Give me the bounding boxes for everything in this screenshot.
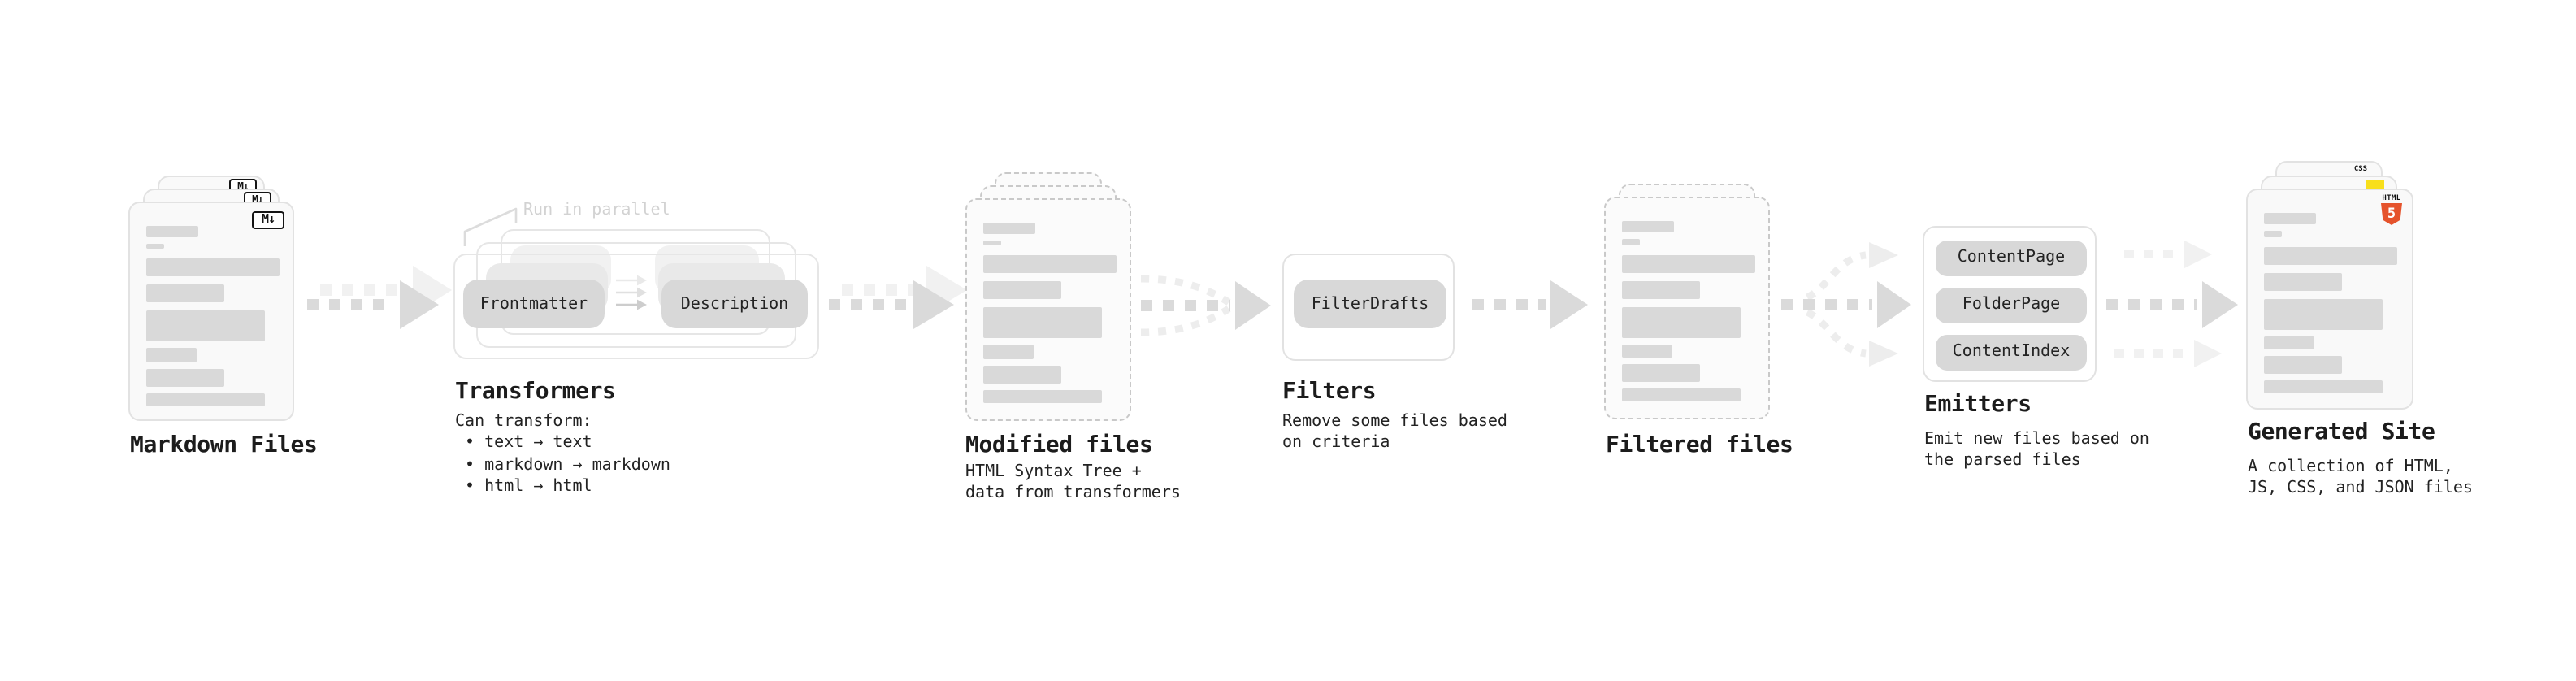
arrow-filtered-to-emitters: [1781, 281, 1911, 328]
doc-line: [2263, 272, 2341, 290]
transformer-pill-description: Description: [661, 280, 808, 328]
arrow-markdown-to-transformers-ghost: [320, 266, 452, 314]
doc-line: [982, 345, 1033, 358]
modified-file-card-front: [965, 197, 1131, 420]
run-in-parallel-note: Run in parallel: [523, 202, 670, 219]
arrow-emitters-to-generated-mid: [2106, 281, 2238, 328]
doc-content-lines: [145, 225, 279, 406]
doc-line: [1621, 364, 1699, 382]
doc-line: [1621, 239, 1639, 245]
emitter-pill-contentindex: ContentIndex: [1936, 334, 2087, 370]
generated-site-title: Generated Site: [2248, 419, 2435, 445]
doc-line: [2263, 213, 2315, 224]
emitter-pill-folderpage: FolderPage: [1936, 287, 2087, 323]
doc-line: [1621, 280, 1699, 298]
markdown-files-title: Markdown Files: [130, 432, 318, 458]
modified-files-title: Modified files: [965, 432, 1153, 458]
doc-line: [145, 348, 196, 362]
modified-files-description: HTML Syntax Tree + data from transformer…: [965, 462, 1181, 502]
doc-line: [982, 365, 1060, 383]
arrow-transformers-to-modified-ghost: [842, 266, 967, 314]
arrow-transformers-to-modified: [829, 280, 954, 329]
js-icon: [2366, 180, 2384, 190]
doc-line: [145, 243, 163, 249]
arrow-emitters-to-generated-bottom: [2114, 340, 2222, 367]
emitter-pill-contentpage: ContentPage: [1936, 240, 2087, 275]
filtered-files-title: Filtered files: [1606, 432, 1793, 458]
arrow-filtered-to-emitters-branch-bottom: [1805, 308, 1898, 367]
doc-line: [2263, 298, 2382, 329]
doc-line: [1621, 254, 1754, 272]
filters-description: Remove some files based on criteria: [1282, 412, 1507, 452]
doc-line: [1621, 221, 1673, 232]
arrow-filters-to-filtered: [1472, 280, 1588, 329]
transformer-layer-front: Frontmatter Description: [453, 254, 819, 359]
filtered-file-card-front: [1604, 197, 1770, 419]
doc-line: [982, 281, 1060, 299]
markdown-icon: M↓: [252, 210, 284, 228]
emitters-title: Emitters: [1924, 391, 2032, 417]
doc-line: [2263, 356, 2341, 374]
doc-line: [2263, 336, 2314, 349]
doc-content-lines: [982, 222, 1116, 402]
doc-line: [982, 240, 1000, 245]
doc-line: [2263, 246, 2396, 264]
doc-line: [145, 284, 223, 302]
transformers-description: Can transform: • text → text • markdown …: [455, 412, 670, 496]
doc-content-lines: [1621, 221, 1754, 401]
doc-line: [2263, 231, 2281, 236]
doc-line: [145, 258, 279, 276]
doc-line: [2263, 380, 2382, 393]
filters-panel: FilterDrafts: [1282, 254, 1455, 361]
arrow-modified-to-filters-curves: [1140, 275, 1231, 336]
doc-line: [145, 225, 197, 236]
markdown-file-card-front: M↓: [128, 201, 294, 420]
doc-line: [982, 255, 1116, 273]
transformers-title: Transformers: [455, 378, 616, 404]
generated-file-card-html: HTML 5: [2246, 189, 2413, 410]
doc-line: [982, 222, 1034, 233]
filters-title: Filters: [1282, 379, 1377, 405]
doc-line: [982, 389, 1101, 402]
html5-icon: HTML 5: [2381, 194, 2402, 225]
doc-line: [1621, 344, 1672, 358]
doc-line: [982, 307, 1101, 338]
doc-line: [1621, 306, 1740, 337]
arrow-filtered-to-emitters-branch-top: [1805, 242, 1898, 301]
doc-line: [145, 393, 264, 406]
emitters-description: Emit new files based on the parsed files: [1924, 430, 2149, 470]
arrow-markdown-to-transformers: [307, 280, 439, 329]
arrow-modified-to-filters: [1141, 281, 1271, 330]
emitters-panel: ContentPage FolderPage ContentIndex: [1923, 226, 2097, 382]
doc-line: [145, 310, 264, 341]
arrow-emitters-to-generated-top: [2124, 241, 2212, 268]
transformer-pill-frontmatter: Frontmatter: [463, 280, 605, 328]
doc-content-lines: [2263, 213, 2396, 393]
doc-line: [145, 368, 223, 386]
generated-site-description: A collection of HTML, JS, CSS, and JSON …: [2248, 458, 2473, 497]
doc-line: [1621, 388, 1740, 401]
filter-pill-filterdrafts: FilterDrafts: [1294, 280, 1446, 328]
